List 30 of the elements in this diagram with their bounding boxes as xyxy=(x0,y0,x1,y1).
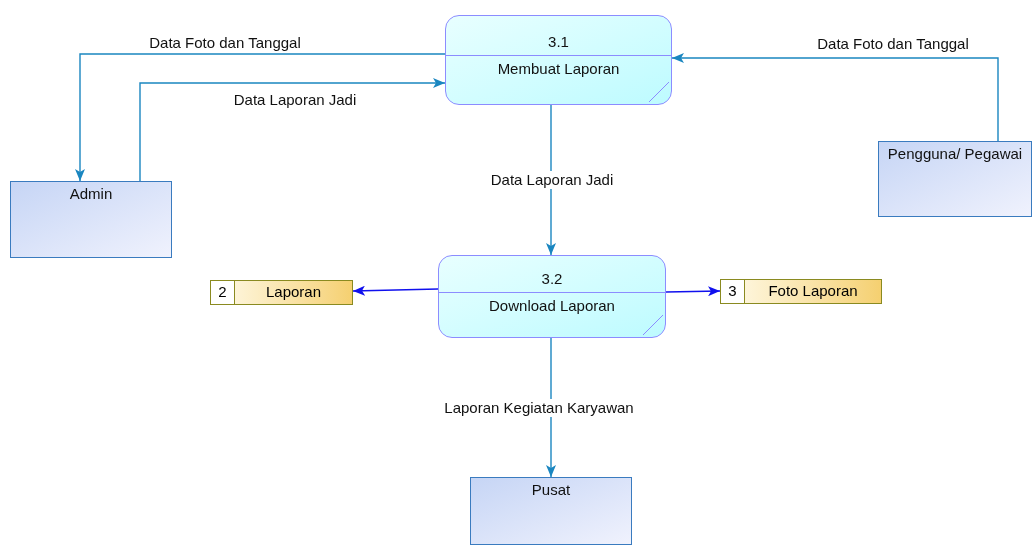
arrow xyxy=(671,53,999,142)
arrow xyxy=(546,104,556,256)
process-box xyxy=(438,255,666,338)
arrow xyxy=(665,286,721,297)
process-number: 3.1 xyxy=(548,31,569,52)
data-store xyxy=(720,279,882,304)
data-store xyxy=(210,280,353,305)
process-name: Download Laporan xyxy=(489,296,615,317)
arrow xyxy=(139,78,446,182)
edge-label: Data Foto dan Tanggal xyxy=(147,34,303,52)
entity-box xyxy=(470,477,632,545)
edge-label: Laporan Kegiatan Karyawan xyxy=(442,399,636,417)
process-number: 3.2 xyxy=(541,268,563,289)
store-name: Laporan xyxy=(265,282,322,303)
arrow xyxy=(75,53,446,182)
process-name: Membuat Laporan xyxy=(497,59,620,80)
edge-label: Data Laporan Jadi xyxy=(231,91,359,109)
arrow xyxy=(546,337,556,478)
store-number: 3 xyxy=(728,281,737,302)
entity-name: Pusat xyxy=(531,480,571,499)
edge-label: Data Foto dan Tanggal xyxy=(815,35,971,53)
store-name: Foto Laporan xyxy=(768,281,858,302)
entity-name: Pengguna/ Pegawai xyxy=(887,144,1023,163)
entity-name: Admin xyxy=(69,184,113,203)
entity-box xyxy=(10,181,172,258)
edge-label: Data Laporan Jadi xyxy=(488,171,616,189)
process-box xyxy=(445,15,672,105)
entity-box xyxy=(878,141,1032,217)
arrow xyxy=(352,285,439,296)
store-number: 2 xyxy=(218,282,227,303)
